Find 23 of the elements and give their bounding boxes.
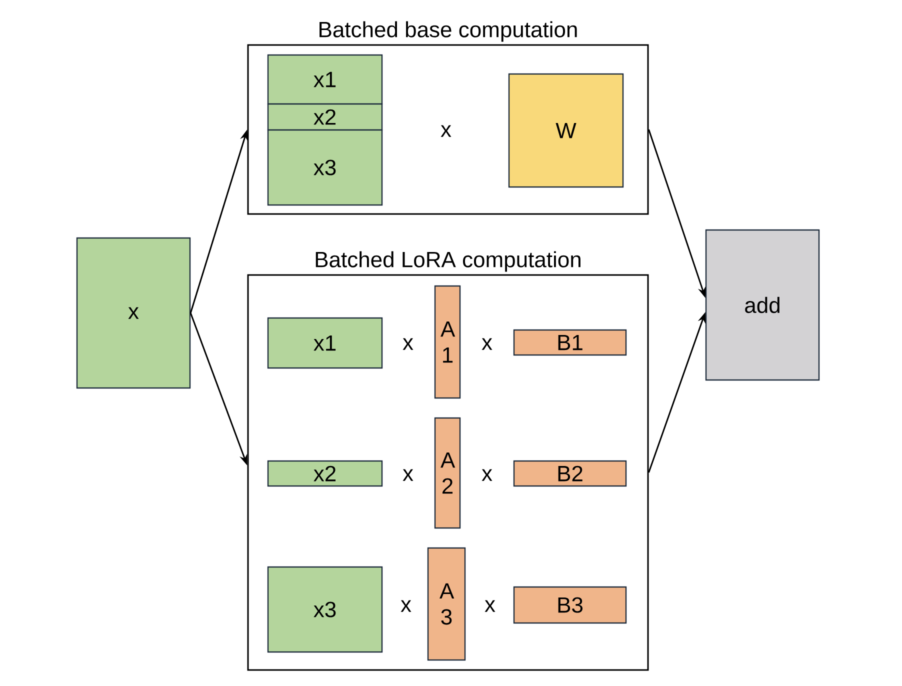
multiply-sign: x <box>440 125 452 137</box>
multiply-sign: x <box>484 600 496 612</box>
matrix-block: x2 <box>267 460 383 487</box>
matrix-block: W <box>508 73 624 188</box>
vector-block: A 3 <box>427 547 466 661</box>
matrix-block: B2 <box>513 460 627 487</box>
matrix-block: x1 <box>267 317 383 369</box>
matrix-block: add <box>705 229 820 381</box>
matrix-block: x <box>76 237 191 389</box>
node-label: Batched LoRA computation <box>316 251 580 272</box>
vector-block: A 2 <box>434 417 461 529</box>
multiply-sign: x <box>400 600 412 612</box>
matrix-block: x2 <box>267 103 383 131</box>
matrix-block: x1 <box>267 54 383 105</box>
multiply-sign: x <box>402 338 414 350</box>
matrix-block: x3 <box>267 566 383 653</box>
vector-block: A 1 <box>434 285 461 399</box>
multiply-sign: x <box>402 469 414 481</box>
multiply-sign: x <box>482 469 492 481</box>
node-label: Batched base computation <box>320 21 577 42</box>
matrix-block: B3 <box>513 586 627 624</box>
matrix-block: B1 <box>513 329 627 356</box>
multiply-sign: x <box>482 338 492 350</box>
